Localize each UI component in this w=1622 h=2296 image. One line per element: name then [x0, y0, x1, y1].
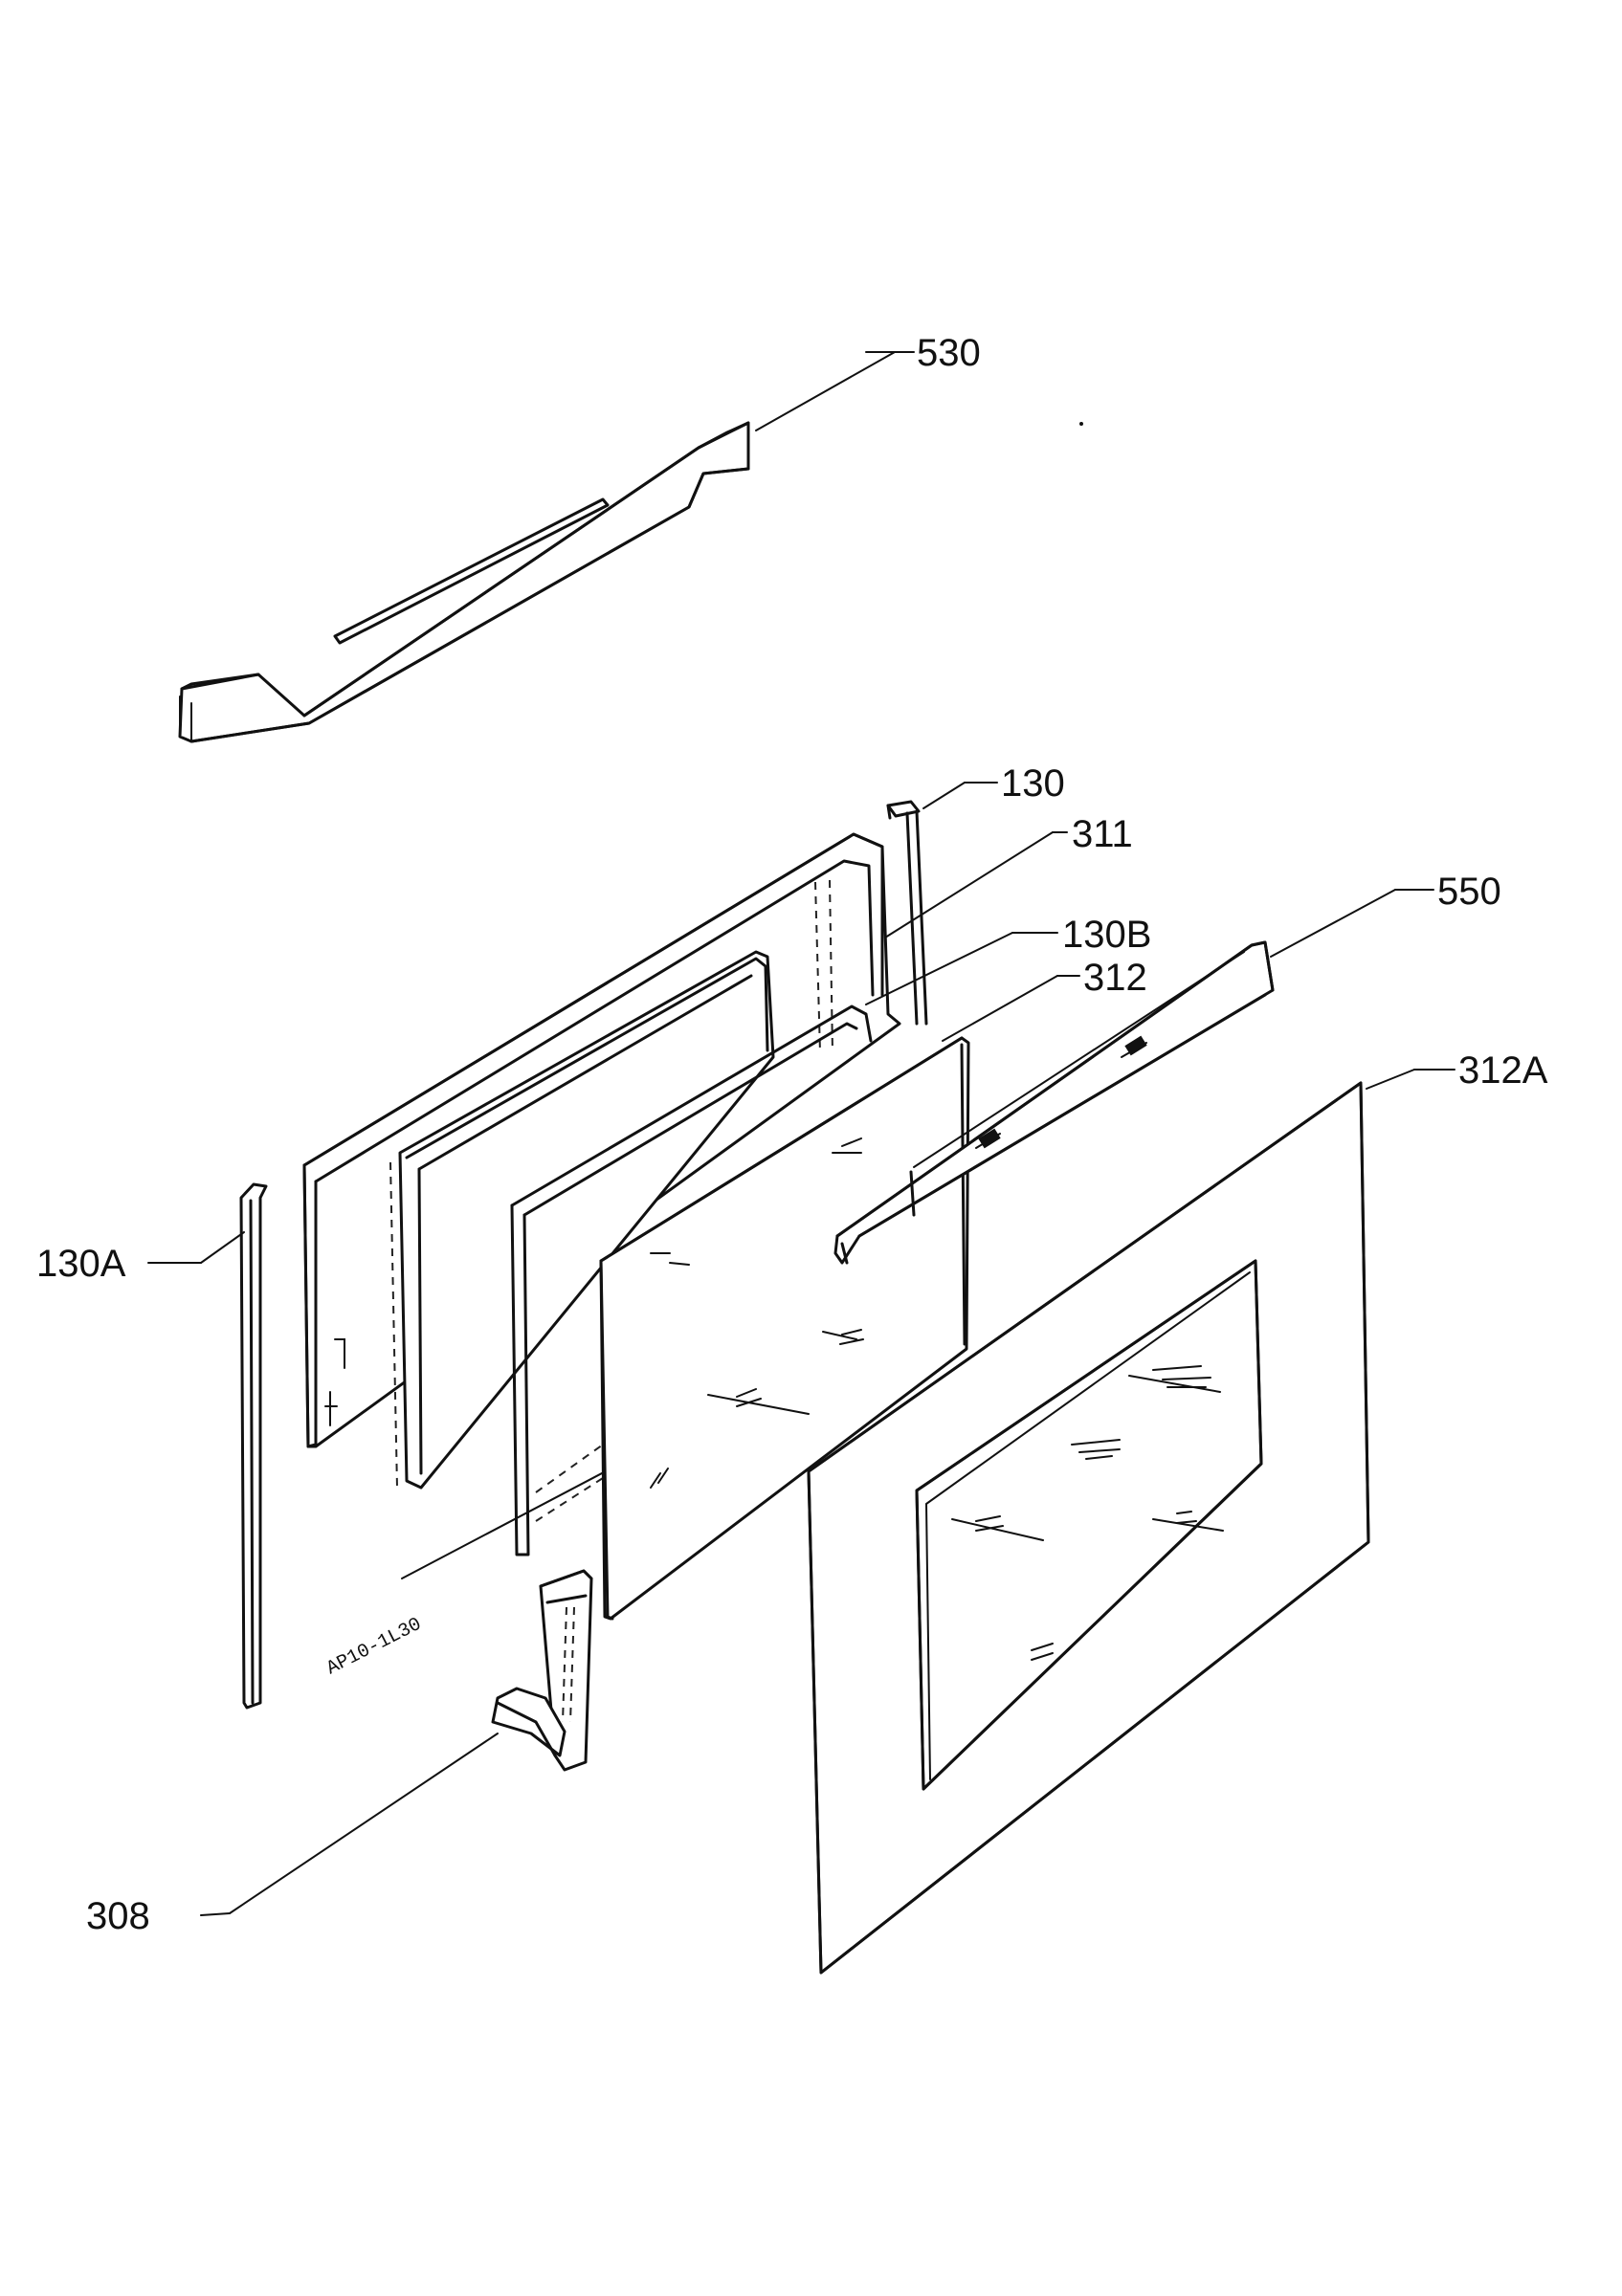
- leader-308: 308: [86, 1733, 499, 1937]
- label-130a: 130A: [36, 1243, 126, 1285]
- part-130-clip: [886, 800, 928, 1026]
- leader-130: 130: [922, 762, 1065, 809]
- leader-130a: 130A: [36, 1231, 245, 1285]
- part-130a-side-strip: [239, 1182, 268, 1710]
- label-130b: 130B: [1062, 914, 1151, 956]
- leader-311: 311: [884, 813, 1133, 938]
- part-311-inner-frame: AP10-1L30: [302, 832, 901, 1681]
- label-312: 312: [1083, 957, 1147, 999]
- part-308-hinge: [491, 1569, 593, 1772]
- label-530: 530: [917, 332, 981, 374]
- label-311: 311: [1072, 813, 1133, 855]
- part-530-top-trim: [178, 421, 750, 743]
- leader-550: 550: [1270, 871, 1501, 958]
- leader-530: 530: [755, 332, 981, 431]
- leader-312a: 312A: [1366, 1049, 1548, 1092]
- label-550: 550: [1437, 871, 1501, 913]
- part-550-profile: [833, 940, 1275, 1265]
- label-308: 308: [86, 1895, 150, 1937]
- stray-dot: [1079, 422, 1083, 426]
- part-312-inner-glass: [599, 1036, 970, 1621]
- leader-130b: 130B: [865, 914, 1151, 1005]
- leader-312: 312: [942, 957, 1147, 1042]
- part-130b-seal: [510, 1004, 873, 1556]
- frame-stamp: AP10-1L30: [323, 1614, 426, 1681]
- part-312a-outer-glass: [807, 1081, 1370, 1975]
- label-312a: 312A: [1458, 1049, 1548, 1092]
- label-130: 130: [1001, 762, 1065, 805]
